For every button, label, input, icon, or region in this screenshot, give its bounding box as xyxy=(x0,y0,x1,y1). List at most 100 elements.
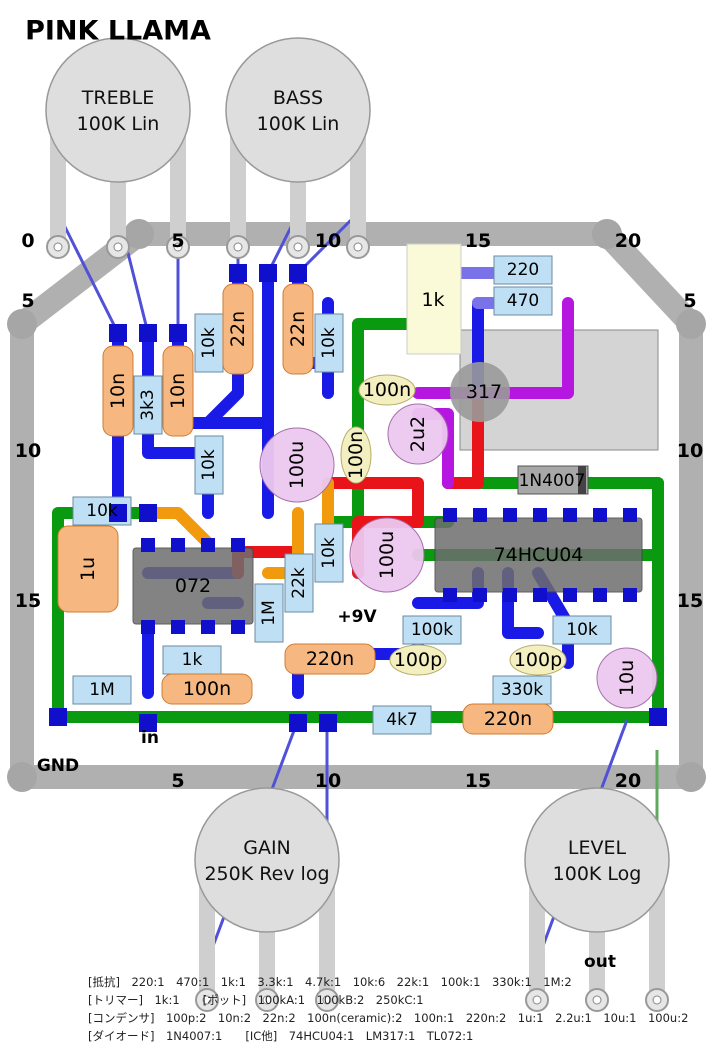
col-top-15: 15 xyxy=(465,230,491,252)
pad-2 xyxy=(169,324,187,342)
col-bottom-15: 15 xyxy=(465,770,491,792)
frame-corner-4 xyxy=(676,762,706,792)
pot-level-lug-hole-0 xyxy=(532,995,542,1005)
wire-orange-1 xyxy=(142,507,214,549)
pot-level-lug-hole-1 xyxy=(592,995,602,1005)
pad-10 xyxy=(319,714,337,732)
resistor-10k-e-label: 10k xyxy=(319,537,339,569)
resistor-470-label: 470 xyxy=(507,291,539,311)
resistor-4k7-label: 4k7 xyxy=(386,710,417,730)
pad-1 xyxy=(139,324,157,342)
ceramic-cap-100p-a-body xyxy=(389,644,447,676)
pad-9 xyxy=(289,714,307,732)
pot-level-lug-hole-2 xyxy=(652,995,662,1005)
film-cap-10n-b-label: 10n xyxy=(167,373,189,409)
row-left-15: 15 xyxy=(15,590,41,612)
component-layer xyxy=(49,243,667,735)
pot-level-name: LEVEL xyxy=(568,837,627,859)
film-cap-220n-b-label: 220n xyxy=(484,708,532,730)
electrolytic-100u-b-label: 100u xyxy=(376,531,398,579)
ic-74hcu04-pin-top-5 xyxy=(593,508,607,522)
pot-bass-lug-hole-0 xyxy=(233,242,243,252)
electrolytic-10u-body xyxy=(596,647,658,709)
pad-3 xyxy=(229,264,247,282)
resistor-10k-c-body xyxy=(194,435,224,495)
col-bottom-5: 5 xyxy=(171,770,184,792)
film-cap-22n-a-body xyxy=(222,283,254,375)
diode-band xyxy=(578,466,586,494)
resistor-1m-a-body xyxy=(254,583,284,643)
row-right-10: 10 xyxy=(677,440,703,462)
ic-tl072-label: 072 xyxy=(175,575,211,597)
ic-tl072-pin-bottom-3 xyxy=(231,620,245,634)
pad-6 xyxy=(109,504,127,522)
resistor-220-label: 220 xyxy=(507,260,539,280)
frame-corner-1 xyxy=(124,219,154,249)
film-cap-220n-a-body xyxy=(284,643,376,675)
resistor-1k-body xyxy=(162,645,222,675)
film-cap-10n-a-label: 10n xyxy=(107,373,129,409)
regulator-body xyxy=(450,362,510,422)
frame-corner-0 xyxy=(7,309,37,339)
frame-corner-3 xyxy=(676,309,706,339)
resistor-4k7-body xyxy=(372,705,432,735)
ceramic-cap-100p-a-label: 100p xyxy=(394,649,442,671)
resistor-10k-f-label: 10k xyxy=(566,620,598,640)
ic-74hcu04-pin-bottom-1 xyxy=(473,588,487,602)
pot-wire-treble-1 xyxy=(56,212,120,334)
ceramic-cap-100p-b-body xyxy=(509,644,567,676)
ic-tl072-pin-top-0 xyxy=(141,538,155,552)
input-label: in xyxy=(141,728,159,748)
label-layer: 07274HCU043171k22047010k3k310k10k10k10k2… xyxy=(15,16,703,973)
col-top-0: 0 xyxy=(21,230,34,252)
ic-74hcu04-pin-top-3 xyxy=(533,508,547,522)
electrolytic-2u2-body xyxy=(387,403,449,465)
pot-bass-name: BASS xyxy=(273,87,323,109)
resistor-1m-b-label: 1M xyxy=(89,680,114,700)
parts-list-diodes-ics: [ダイオード] 1N4007:1 [IC他] 74HCU04:1 LM317:1… xyxy=(88,1029,474,1043)
ceramic-cap-100n-b-label: 100n xyxy=(345,431,367,479)
diode-label: 1N4007 xyxy=(519,471,586,491)
pot-treble-lug-hole-1 xyxy=(113,242,123,252)
board-outline xyxy=(7,219,706,792)
diode-body xyxy=(517,465,589,495)
parts-list-trimmer-pots: [トリマー] 1k:1 [ポット] 100kA:1 100kB:2 250kC:… xyxy=(88,993,424,1007)
film-cap-22n-b-body xyxy=(282,283,314,375)
frame-corner-2 xyxy=(592,219,622,249)
ic-layer xyxy=(132,508,643,634)
ic-74hcu04-pin-top-0 xyxy=(443,508,457,522)
row-right-5: 5 xyxy=(683,290,696,312)
resistor-22k-label: 22k xyxy=(289,567,309,599)
pad-11 xyxy=(139,714,157,732)
resistor-22k-body xyxy=(284,553,314,613)
frame-corner-5 xyxy=(7,762,37,792)
pot-wire-bass-3 xyxy=(296,211,360,275)
electrolytic-10u-label: 10u xyxy=(616,660,638,696)
ceramic-cap-100n-b-body xyxy=(340,426,372,484)
ic-74hcu04-pin-bottom-0 xyxy=(443,588,457,602)
pot-bass-body xyxy=(225,37,371,183)
resistor-10k-a-body xyxy=(194,313,224,373)
pot-treble-body xyxy=(45,37,191,183)
electrolytic-100u-a-body xyxy=(259,427,335,503)
ic-tl072-pin-top-1 xyxy=(171,538,185,552)
resistor-10k-d-label: 10k xyxy=(86,501,118,521)
pot-bass-lug-hole-2 xyxy=(353,242,363,252)
row-right-15: 15 xyxy=(677,590,703,612)
pad-12 xyxy=(49,708,67,726)
pot-bass-value: 100K Lin xyxy=(257,113,340,135)
ic-74hcu04-pin-bottom-6 xyxy=(623,588,637,602)
ic-74hcu04-pin-bottom-5 xyxy=(593,588,607,602)
ceramic-cap-100p-b-label: 100p xyxy=(514,649,562,671)
row-left-10: 10 xyxy=(15,440,41,462)
film-cap-10n-a-body xyxy=(102,345,134,437)
col-bottom-20: 20 xyxy=(615,770,641,792)
pot-gain-body xyxy=(194,787,340,933)
pad-0 xyxy=(109,324,127,342)
ic-74hcu04-pin-bottom-4 xyxy=(563,588,577,602)
film-cap-220n-b-body xyxy=(462,703,554,735)
potentiometer-layer xyxy=(45,37,670,1012)
resistor-1m-b-body xyxy=(72,675,132,705)
resistor-10k-b-body xyxy=(314,313,344,373)
